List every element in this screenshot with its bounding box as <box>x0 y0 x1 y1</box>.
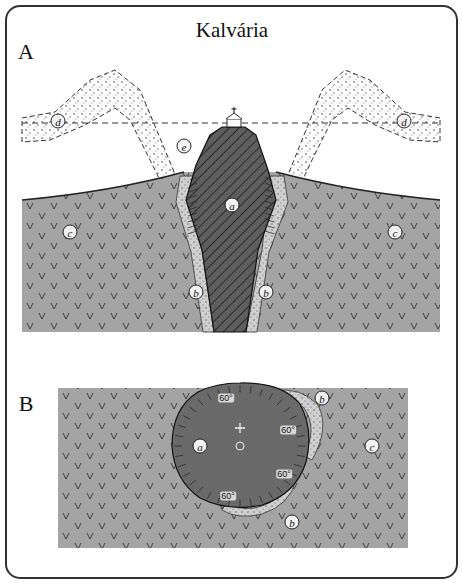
section-a <box>22 70 440 332</box>
neck-outline-map <box>172 383 309 507</box>
callout-letter: d <box>51 114 66 129</box>
dip-angle: 60° <box>218 394 234 403</box>
panel-letter: B <box>19 393 34 415</box>
callout-letter: a <box>225 198 240 213</box>
callout-letter: b <box>285 515 300 530</box>
callout-letter: c <box>63 225 78 240</box>
panel-letter: A <box>18 41 34 63</box>
frame <box>6 6 457 578</box>
callout-letter: b <box>259 285 274 300</box>
callout-letter: b <box>315 391 330 406</box>
callout-letter: d <box>397 114 412 129</box>
contact-ticks-map <box>174 385 305 507</box>
callout-letter: a <box>193 439 208 454</box>
summit-cross <box>235 423 245 433</box>
center-circle <box>236 442 244 450</box>
diagram-title: Kalvária <box>196 20 268 41</box>
volcanic-neck <box>186 127 276 332</box>
dip-angle: 60° <box>280 426 296 435</box>
dip-angle: 60° <box>220 492 236 501</box>
callout-letter: b <box>189 285 204 300</box>
callout-letter: e <box>177 139 192 154</box>
chapel-symbol <box>226 107 242 127</box>
section-b <box>58 383 408 548</box>
callout-letter: c <box>388 225 403 240</box>
contact-ticks <box>187 177 274 234</box>
callout-letter: c <box>365 439 380 454</box>
dip-angle: 60° <box>276 470 292 479</box>
